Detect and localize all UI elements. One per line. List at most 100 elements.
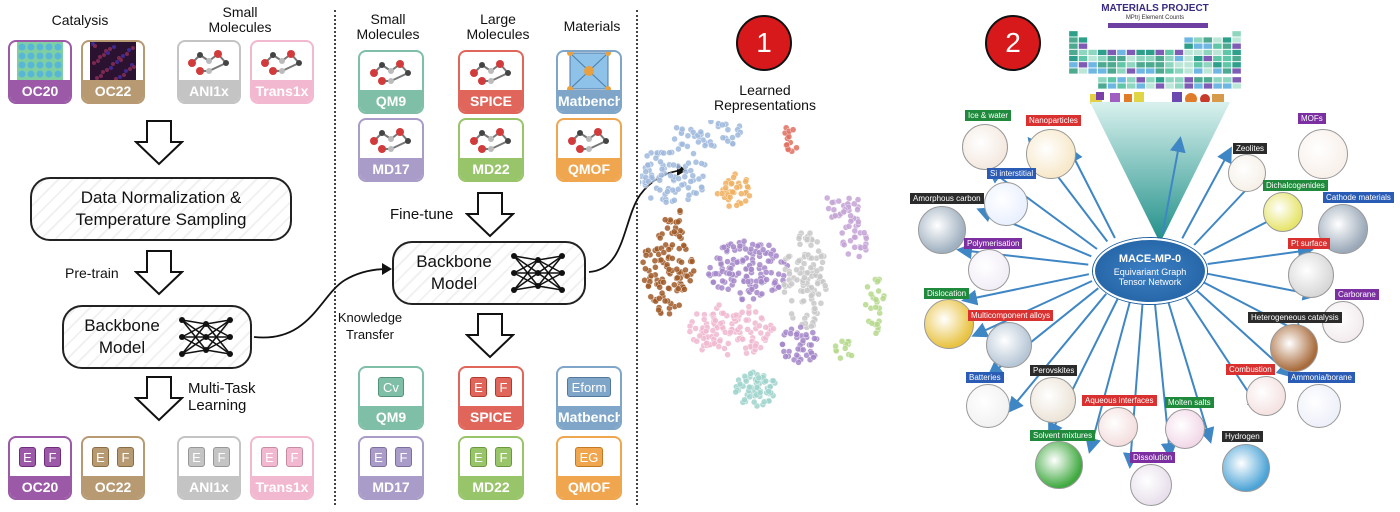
application-image — [1165, 409, 1205, 449]
learned-representations-label: Learned Representations — [714, 82, 816, 113]
application-image — [918, 206, 966, 254]
step-badge-2: 2 — [985, 15, 1041, 71]
force-target: F — [495, 377, 512, 397]
down-arrow — [134, 250, 184, 296]
application-tag: Pt surface — [1288, 238, 1331, 249]
finetune-card-qm9: QM9 — [358, 50, 424, 114]
card-label: MD22 — [460, 476, 522, 498]
dataset-card-oc22: OC22 — [81, 40, 145, 104]
periodic-table — [1068, 23, 1242, 89]
card-thumbnail — [360, 120, 422, 158]
energy-target: E — [470, 377, 487, 397]
card-label: Trans1x — [252, 80, 312, 102]
down-arrow — [134, 120, 184, 166]
header-small-molecules-ft: Small Molecules — [356, 11, 420, 42]
finetune-card-md17: MD17 — [358, 118, 424, 182]
multitask-label: Multi-Task Learning — [188, 380, 256, 414]
application-image — [1288, 252, 1334, 298]
radial-arrows — [956, 136, 1319, 469]
application-image — [1030, 377, 1076, 423]
application-image — [1263, 192, 1303, 232]
card-label: ANI1x — [179, 80, 239, 102]
pretrain-label: Pre-train — [65, 265, 119, 281]
card-label: MD17 — [360, 158, 422, 180]
application-tag: Dichalcogenides — [1263, 180, 1328, 191]
application-tag: Cathode materials — [1323, 192, 1394, 203]
application-tag: Ammonia/borane — [1288, 372, 1355, 383]
card-label: OC20 — [10, 476, 70, 498]
application-image — [1130, 464, 1172, 506]
card-label: QM9 — [360, 90, 422, 112]
application-image — [1228, 154, 1266, 192]
backbone-model-box: Backbone Model — [62, 305, 252, 369]
application-image — [966, 384, 1010, 428]
card-thumbnail — [558, 120, 620, 158]
application-image — [1246, 376, 1286, 416]
dataset-card-oc20: OC20 — [8, 40, 72, 104]
application-tag: Perovskites — [1030, 365, 1078, 376]
force-target: F — [286, 447, 303, 467]
energy-target: E — [370, 447, 387, 467]
finetune-card-qmof: QMOF — [556, 118, 622, 182]
energy-target: E — [261, 447, 278, 467]
down-arrow — [134, 376, 184, 422]
application-tag: Hydrogen — [1222, 431, 1263, 442]
application-tag: Dissolution — [1130, 452, 1176, 463]
header-large-molecules: Large Molecules — [466, 11, 530, 42]
card-thumbnail — [460, 120, 522, 158]
application-image — [1270, 324, 1318, 372]
backbone-model-label: Backbone Model — [84, 316, 160, 357]
neural-network-icon — [179, 317, 233, 357]
down-arrow — [465, 313, 515, 359]
application-tag: Ice & water — [965, 110, 1012, 121]
energy-target: E — [19, 447, 36, 467]
structures-ellipsis: ... — [1154, 96, 1162, 107]
hub-sub1: Equivariant Graph — [1113, 267, 1187, 277]
card-thumbnail — [558, 52, 620, 91]
energy-target: E — [92, 447, 109, 467]
card-thumbnail — [10, 42, 70, 81]
force-target: F — [117, 447, 134, 467]
card-label: MD22 — [460, 158, 522, 180]
application-tag: Molten salts — [1165, 397, 1214, 408]
application-tag: Zeolites — [1233, 143, 1268, 154]
application-tag: Polymerisation — [964, 238, 1023, 249]
application-tag: Batteries — [966, 372, 1004, 383]
application-tag: Si interstitial — [987, 168, 1037, 179]
down-arrow — [465, 192, 515, 238]
card-label: SPICE — [460, 406, 522, 428]
application-tag: Carborane — [1335, 289, 1379, 300]
header-small-molecules: Small Molecules — [208, 4, 272, 35]
card-label: Trans1x — [252, 476, 312, 498]
hub-sub2: Tensor Network — [1118, 277, 1182, 287]
mace-hub: MACE-MP-0 Equivariant Graph Tensor Netwo… — [1093, 238, 1207, 304]
periodic-caption: MPtrj Element Counts — [1125, 15, 1185, 21]
application-image — [1035, 441, 1083, 489]
neural-network-icon — [511, 253, 565, 293]
cv-target: Cv — [378, 377, 404, 397]
dataset-card-ani1x: ANI1x — [177, 40, 241, 104]
card-label: OC20 — [10, 80, 70, 102]
eg-target: EG — [574, 447, 604, 467]
application-tag: Amorphous carbon — [910, 193, 984, 204]
card-label: OC22 — [83, 80, 143, 102]
card-thumbnail — [179, 42, 239, 80]
header-catalysis: Catalysis — [51, 12, 109, 28]
step-badge-1: 1 — [736, 15, 792, 71]
section-divider — [636, 10, 638, 505]
energy-target: E — [188, 447, 205, 467]
application-image — [1297, 384, 1341, 428]
dataset-card-trans1x: Trans1x — [250, 40, 314, 104]
application-tag: Multicomponent alloys — [968, 310, 1054, 321]
application-image — [962, 124, 1008, 170]
application-tag: Heterogeneous catalysis — [1248, 312, 1342, 323]
